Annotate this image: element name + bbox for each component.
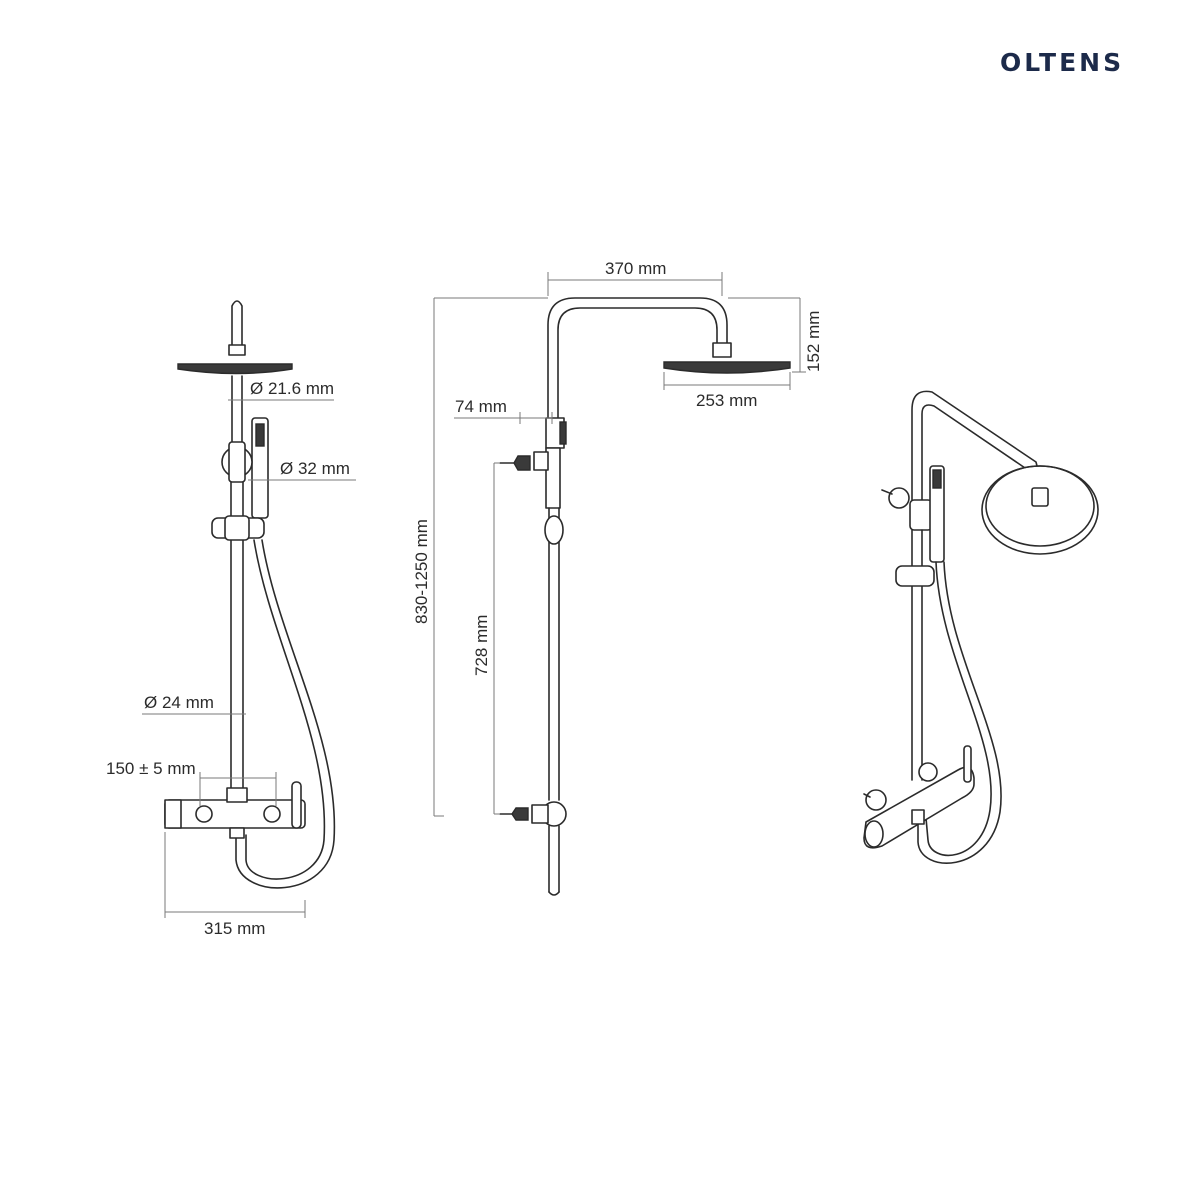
persp-mixer-lever bbox=[963, 745, 972, 783]
front-hand-shower-nozzles bbox=[255, 423, 265, 447]
front-outlet bbox=[229, 827, 245, 839]
front-mixer-lever bbox=[291, 781, 302, 829]
side-rain-head bbox=[663, 361, 791, 374]
label-total-height: 830-1250 mm bbox=[412, 519, 431, 624]
persp-inlet-right bbox=[918, 762, 938, 782]
front-shower-arm bbox=[231, 300, 243, 353]
persp-wall-bracket-upper bbox=[888, 487, 910, 509]
label-d32: Ø 32 mm bbox=[280, 459, 350, 478]
persp-wall-bracket-lower bbox=[865, 789, 887, 811]
persp-rain-head-rim bbox=[985, 465, 1095, 547]
front-head-connector bbox=[228, 344, 246, 356]
side-slider bbox=[544, 515, 564, 545]
front-mixer-body bbox=[164, 799, 306, 829]
label-mixer-width: 315 mm bbox=[204, 919, 265, 938]
persp-head-connector bbox=[1031, 487, 1049, 507]
side-view: 370 mm 152 mm 253 mm 74 mm 830-1250 mm 7… bbox=[412, 259, 823, 896]
brand-logo: OLTENS bbox=[1000, 48, 1125, 77]
front-rain-head bbox=[177, 363, 293, 375]
persp-hose-inner bbox=[917, 561, 1002, 864]
persp-arm-outer bbox=[911, 390, 1043, 509]
front-inlet-right bbox=[263, 805, 281, 823]
front-hose-outer bbox=[235, 539, 336, 889]
front-view: Ø 21.6 mm Ø 32 mm Ø 24 mm 150 ± 5 mm 315… bbox=[106, 300, 356, 938]
label-bracket-offset: 74 mm bbox=[455, 397, 507, 416]
label-d21-6: Ø 21.6 mm bbox=[250, 379, 334, 398]
label-head-diameter: 253 mm bbox=[696, 391, 757, 410]
persp-mixer-cap bbox=[864, 820, 884, 848]
side-wall-anchor-upper bbox=[513, 455, 531, 471]
front-hose-inner bbox=[245, 539, 326, 880]
label-inlet-spacing: 150 ± 5 mm bbox=[106, 759, 196, 778]
perspective-view bbox=[863, 390, 1099, 864]
persp-screw-upper bbox=[881, 489, 893, 495]
front-rail-coupling bbox=[226, 787, 248, 803]
persp-outlet bbox=[911, 809, 925, 825]
label-arm-reach: 370 mm bbox=[605, 259, 666, 278]
side-wall-anchor-lower bbox=[511, 807, 529, 821]
persp-hand-shower-nozzles bbox=[932, 469, 942, 489]
front-mixer-left-cap bbox=[164, 799, 182, 829]
front-rail-sleeve bbox=[228, 441, 246, 483]
side-outlet-end bbox=[548, 891, 560, 896]
label-bracket-height: 728 mm bbox=[472, 615, 491, 676]
side-arm-inner bbox=[557, 307, 718, 421]
side-hand-shower-nozzles bbox=[559, 421, 567, 445]
persp-arm-inner bbox=[921, 404, 1035, 509]
persp-upper-holder bbox=[909, 499, 933, 531]
side-head-connector bbox=[712, 342, 732, 358]
persp-hand-shower bbox=[929, 465, 945, 563]
label-head-drop: 152 mm bbox=[804, 311, 823, 372]
side-wall-bracket-upper bbox=[533, 451, 549, 471]
persp-hose-outer bbox=[925, 561, 992, 857]
side-hand-shower bbox=[545, 447, 561, 509]
side-arm-outer bbox=[547, 297, 728, 421]
front-inlet-left bbox=[195, 805, 213, 823]
label-d24: Ø 24 mm bbox=[144, 693, 214, 712]
persp-slider bbox=[895, 565, 935, 587]
front-slider-knob bbox=[224, 515, 250, 541]
persp-screw-lower bbox=[863, 793, 871, 798]
side-wall-bracket-lower bbox=[531, 804, 549, 824]
